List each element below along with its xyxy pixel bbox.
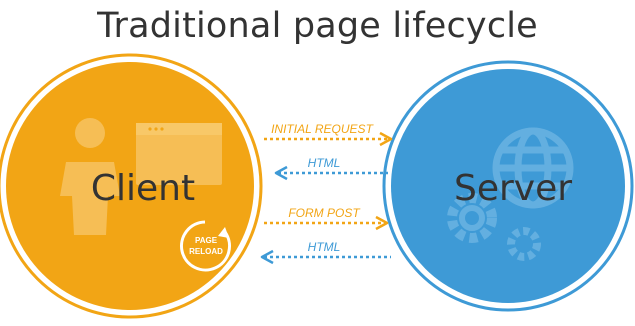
globe-icon [492,127,574,209]
gear-icon [447,193,497,243]
client-node: Client PAGE RELOAD [0,53,263,319]
diagram-title: Traditional page lifecycle [97,6,538,46]
arrow-label-html-2: HTML [308,240,341,254]
user-icon [60,118,120,235]
arrow-label-html-1: HTML [308,156,341,170]
badge-line2: RELOAD [189,247,223,256]
arrow-html-response-2: HTML [260,240,391,265]
small-gear-icon [507,227,541,261]
reload-icon [180,220,231,272]
arrow-label-form-post: FORM POST [288,206,361,220]
server-node: Server [382,60,634,312]
arrowhead-right-icon [379,131,393,147]
reload-arrowhead-icon [218,227,229,238]
client-label: Client [91,168,195,209]
arrowhead-left-icon [260,249,274,265]
badge-line1: PAGE [195,236,218,245]
arrow-label-initial-request: INITIAL REQUEST [271,122,374,136]
arrow-html-response-1: HTML [274,156,388,181]
arrow-initial-request: INITIAL REQUEST [264,122,393,147]
browser-window-icon [136,123,222,185]
arrowhead-left-icon [274,165,288,181]
arrowhead-right-icon [375,215,389,231]
server-label: Server [454,168,572,209]
page-reload-badge: PAGE RELOAD [180,220,231,272]
arrow-form-post: FORM POST [264,206,389,231]
